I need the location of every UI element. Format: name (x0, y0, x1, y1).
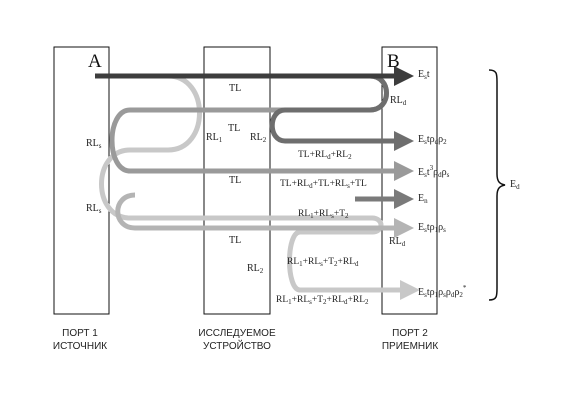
label-rl1: RL1 (206, 132, 223, 144)
label-rl-s-b: RLs (86, 203, 102, 215)
label-rl-d-top: RLd (390, 95, 407, 107)
output-1: Est (418, 69, 430, 81)
output-2: Estρdρ2 (418, 134, 447, 146)
caption-port2-line1: ПОРТ 2 (392, 328, 428, 339)
caption-port1: ПОРТ 1 ИСТОЧНИК (30, 327, 130, 353)
signal-path-5 (95, 73, 420, 300)
signal-path-4 (115, 192, 414, 238)
caption-device-line1: ИССЛЕДУЕМОЕ (198, 328, 276, 339)
output-brace (488, 69, 506, 301)
label-rl-s-a: RLs (86, 138, 102, 150)
label-tl-d: TL (229, 235, 242, 246)
formula-4: RL1+RLs+T2+RLd (287, 257, 359, 268)
formula-3: RL1+RLs+T2 (298, 209, 349, 220)
label-tl-c: TL (229, 175, 242, 186)
signal-path-3 (109, 73, 414, 181)
caption-port1-line1: ПОРТ 1 (62, 328, 98, 339)
formula-5: RL1+RLs+T2+RLd+RL2 (276, 295, 369, 306)
brace-label: Ed (510, 179, 520, 191)
port2-letter: B (387, 51, 400, 72)
formula-2: TL+RLd+TL+RLs+TL (280, 179, 367, 190)
device-under-test-block (203, 46, 271, 315)
output-5: Estρ1ρs (418, 222, 446, 234)
label-rl2-b: RL2 (247, 263, 264, 275)
label-rl-d-bot: RLd (389, 236, 406, 248)
label-tl-b: TL (228, 123, 241, 134)
port2-receiver-block (381, 46, 438, 315)
caption-port2: ПОРТ 2 ПРИЕМНИК (360, 327, 460, 353)
port1-letter: A (88, 51, 102, 72)
caption-port2-line2: ПРИЕМНИК (381, 341, 439, 352)
formula-1: TL+RLd+RL2 (298, 150, 352, 161)
caption-device: ИССЛЕДУЕМОЕ УСТРОЙСТВО (178, 327, 296, 353)
output-4: En (418, 193, 428, 205)
output-3: Est3ρdρs (418, 164, 450, 179)
output-6: Estρ1ρsρdρ2* (418, 284, 467, 299)
signal-path-2 (269, 73, 414, 151)
label-tl-a: TL (229, 83, 242, 94)
caption-port1-line2: ИСТОЧНИК (52, 341, 108, 352)
caption-device-line2: УСТРОЙСТВО (203, 341, 271, 352)
label-rl2: RL2 (250, 132, 267, 144)
